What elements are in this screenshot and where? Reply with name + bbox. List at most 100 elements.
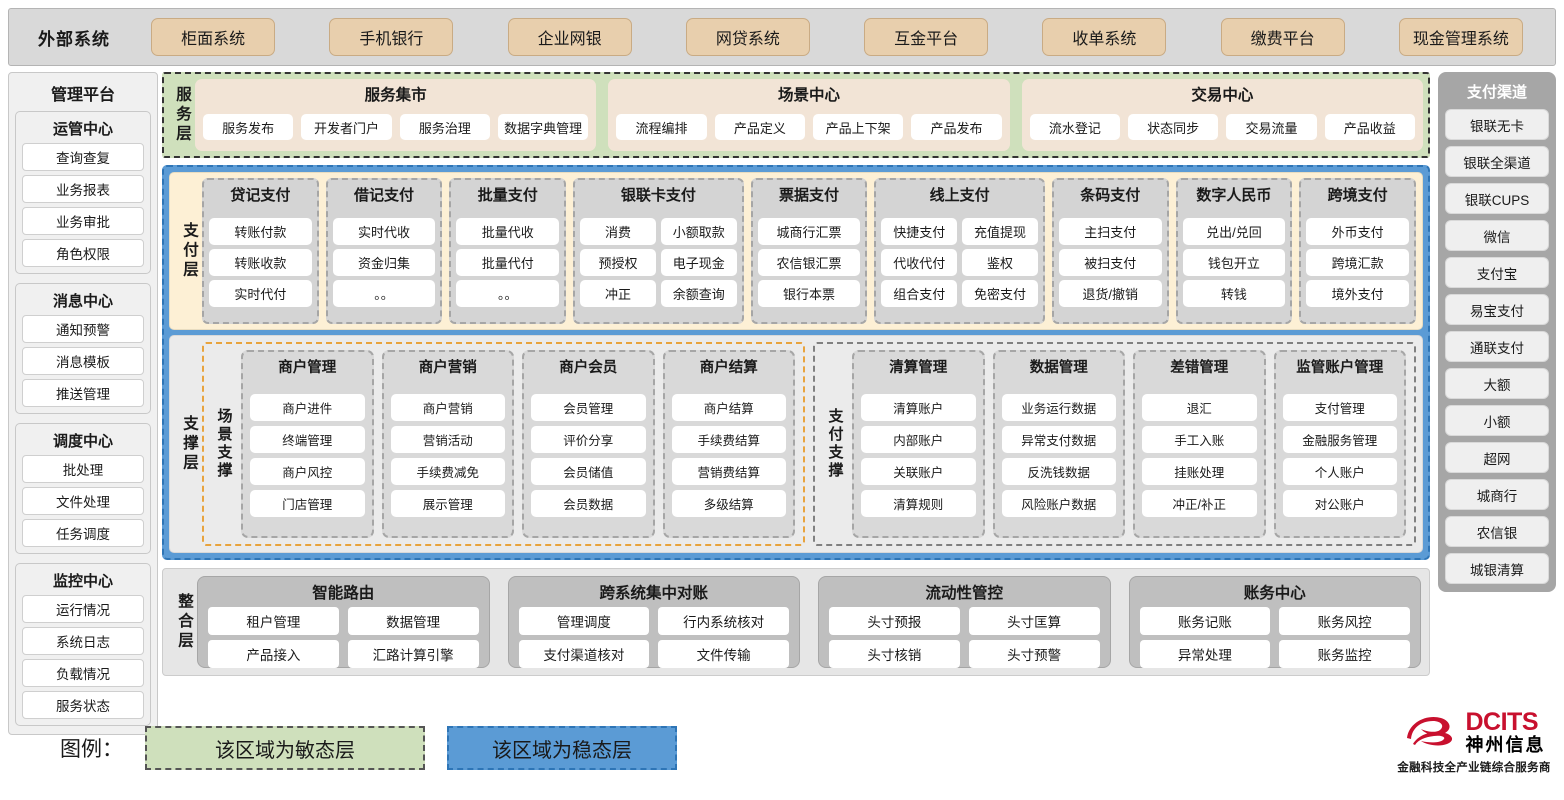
service-chip[interactable]: 服务发布: [203, 114, 294, 140]
support-chip[interactable]: 评价分享: [531, 425, 646, 453]
integration-chip[interactable]: 产品接入: [208, 640, 339, 668]
support-chip[interactable]: 冲正/补正: [1142, 489, 1257, 517]
service-chip[interactable]: 数据字典管理: [497, 114, 589, 140]
external-system-chip[interactable]: 企业网银: [507, 18, 632, 56]
payment-channel-item[interactable]: 易宝支付: [1445, 294, 1549, 325]
management-item[interactable]: 运行情况: [22, 595, 144, 623]
external-system-chip[interactable]: 缴费平台: [1220, 18, 1345, 56]
management-item[interactable]: 业务报表: [22, 175, 144, 203]
payment-channel-item[interactable]: 支付宝: [1445, 257, 1549, 288]
external-system-chip[interactable]: 现金管理系统: [1398, 18, 1523, 56]
integration-chip[interactable]: 管理调度: [518, 607, 650, 635]
payment-chip[interactable]: 快捷支付: [881, 218, 958, 245]
service-chip[interactable]: 开发者门户: [301, 114, 392, 140]
support-chip[interactable]: 营销费结算: [671, 457, 786, 485]
integration-chip[interactable]: 支付渠道核对: [518, 640, 650, 668]
support-chip[interactable]: 会员储值: [531, 457, 646, 485]
management-item[interactable]: 角色权限: [22, 239, 144, 267]
management-item[interactable]: 文件处理: [22, 487, 144, 515]
integration-chip[interactable]: 头寸核销: [829, 640, 960, 668]
management-item[interactable]: 系统日志: [22, 627, 144, 655]
payment-channel-item[interactable]: 超网: [1445, 442, 1549, 473]
payment-chip[interactable]: 转钱: [1182, 280, 1286, 307]
payment-chip[interactable]: 城商行汇票: [757, 218, 861, 245]
payment-chip[interactable]: 批量代收: [456, 218, 560, 245]
management-item[interactable]: 业务审批: [22, 207, 144, 235]
payment-chip[interactable]: 鉴权: [962, 249, 1038, 276]
support-chip[interactable]: 挂账处理: [1142, 457, 1257, 485]
service-chip[interactable]: 状态同步: [1127, 114, 1219, 140]
support-chip[interactable]: 清算规则: [861, 489, 976, 517]
payment-chip[interactable]: 银行本票: [757, 280, 861, 307]
integration-chip[interactable]: 行内系统核对: [658, 607, 789, 635]
payment-chip[interactable]: 实时代收: [332, 218, 436, 245]
management-item[interactable]: 服务状态: [22, 691, 144, 719]
payment-chip[interactable]: 转账收款: [209, 249, 312, 276]
support-chip[interactable]: 商户营销: [390, 393, 505, 421]
payment-channel-item[interactable]: 通联支付: [1445, 331, 1549, 362]
payment-channel-item[interactable]: 银联CUPS: [1445, 183, 1549, 214]
integration-chip[interactable]: 账务记账: [1139, 607, 1271, 635]
external-system-chip[interactable]: 手机银行: [329, 18, 454, 56]
integration-chip[interactable]: 头寸预警: [968, 640, 1100, 668]
service-chip[interactable]: 产品上下架: [812, 114, 904, 140]
support-chip[interactable]: 会员数据: [531, 489, 646, 517]
payment-chip[interactable]: 实时代付: [209, 280, 312, 307]
payment-channel-item[interactable]: 城银清算: [1445, 553, 1549, 584]
support-chip[interactable]: 风险账户数据: [1001, 489, 1116, 517]
management-item[interactable]: 通知预警: [22, 315, 144, 343]
payment-chip[interactable]: 。。: [332, 280, 436, 307]
management-item[interactable]: 推送管理: [22, 379, 144, 407]
service-chip[interactable]: 产品收益: [1324, 114, 1415, 140]
support-chip[interactable]: 内部账户: [861, 425, 976, 453]
payment-chip[interactable]: 被扫支付: [1058, 249, 1162, 276]
support-chip[interactable]: 异常支付数据: [1001, 425, 1116, 453]
payment-chip[interactable]: 退货/撤销: [1058, 280, 1162, 307]
support-chip[interactable]: 展示管理: [390, 489, 505, 517]
support-chip[interactable]: 商户结算: [671, 393, 786, 421]
payment-chip[interactable]: 小额取款: [660, 218, 737, 245]
integration-chip[interactable]: 汇路计算引擎: [347, 640, 479, 668]
service-chip[interactable]: 产品发布: [911, 114, 1002, 140]
payment-channel-item[interactable]: 城商行: [1445, 479, 1549, 510]
payment-chip[interactable]: 充值提现: [962, 218, 1038, 245]
support-chip[interactable]: 反洗钱数据: [1001, 457, 1116, 485]
support-chip[interactable]: 商户风控: [250, 457, 365, 485]
integration-chip[interactable]: 租户管理: [208, 607, 339, 635]
management-item[interactable]: 任务调度: [22, 519, 144, 547]
integration-chip[interactable]: 文件传输: [658, 640, 789, 668]
payment-chip[interactable]: 。。: [456, 280, 560, 307]
payment-chip[interactable]: 电子现金: [660, 249, 737, 276]
integration-chip[interactable]: 头寸匡算: [968, 607, 1100, 635]
payment-chip[interactable]: 组合支付: [881, 280, 958, 307]
support-chip[interactable]: 多级结算: [671, 489, 786, 517]
support-chip[interactable]: 支付管理: [1282, 393, 1397, 421]
payment-chip[interactable]: 钱包开立: [1182, 249, 1286, 276]
payment-chip[interactable]: 农信银汇票: [757, 249, 861, 276]
payment-channel-item[interactable]: 微信: [1445, 220, 1549, 251]
support-chip[interactable]: 手工入账: [1142, 425, 1257, 453]
payment-chip[interactable]: 消费: [580, 218, 656, 245]
service-chip[interactable]: 流程编排: [616, 114, 707, 140]
payment-chip[interactable]: 兑出/兑回: [1182, 218, 1286, 245]
payment-chip[interactable]: 境外支付: [1306, 280, 1409, 307]
support-chip[interactable]: 清算账户: [861, 393, 976, 421]
payment-chip[interactable]: 余额查询: [660, 280, 737, 307]
support-chip[interactable]: 终端管理: [250, 425, 365, 453]
support-chip[interactable]: 手续费结算: [671, 425, 786, 453]
integration-chip[interactable]: 账务监控: [1279, 640, 1410, 668]
integration-chip[interactable]: 头寸预报: [829, 607, 960, 635]
service-chip[interactable]: 服务治理: [399, 114, 490, 140]
payment-chip[interactable]: 冲正: [580, 280, 656, 307]
support-chip[interactable]: 关联账户: [861, 457, 976, 485]
management-item[interactable]: 负载情况: [22, 659, 144, 687]
support-chip[interactable]: 手续费减免: [390, 457, 505, 485]
payment-chip[interactable]: 免密支付: [962, 280, 1038, 307]
payment-chip[interactable]: 跨境汇款: [1306, 249, 1409, 276]
payment-chip[interactable]: 预授权: [580, 249, 656, 276]
payment-chip[interactable]: 外币支付: [1306, 218, 1409, 245]
external-system-chip[interactable]: 网贷系统: [685, 18, 810, 56]
support-chip[interactable]: 营销活动: [390, 425, 505, 453]
external-system-chip[interactable]: 收单系统: [1042, 18, 1167, 56]
service-chip[interactable]: 产品定义: [714, 114, 805, 140]
